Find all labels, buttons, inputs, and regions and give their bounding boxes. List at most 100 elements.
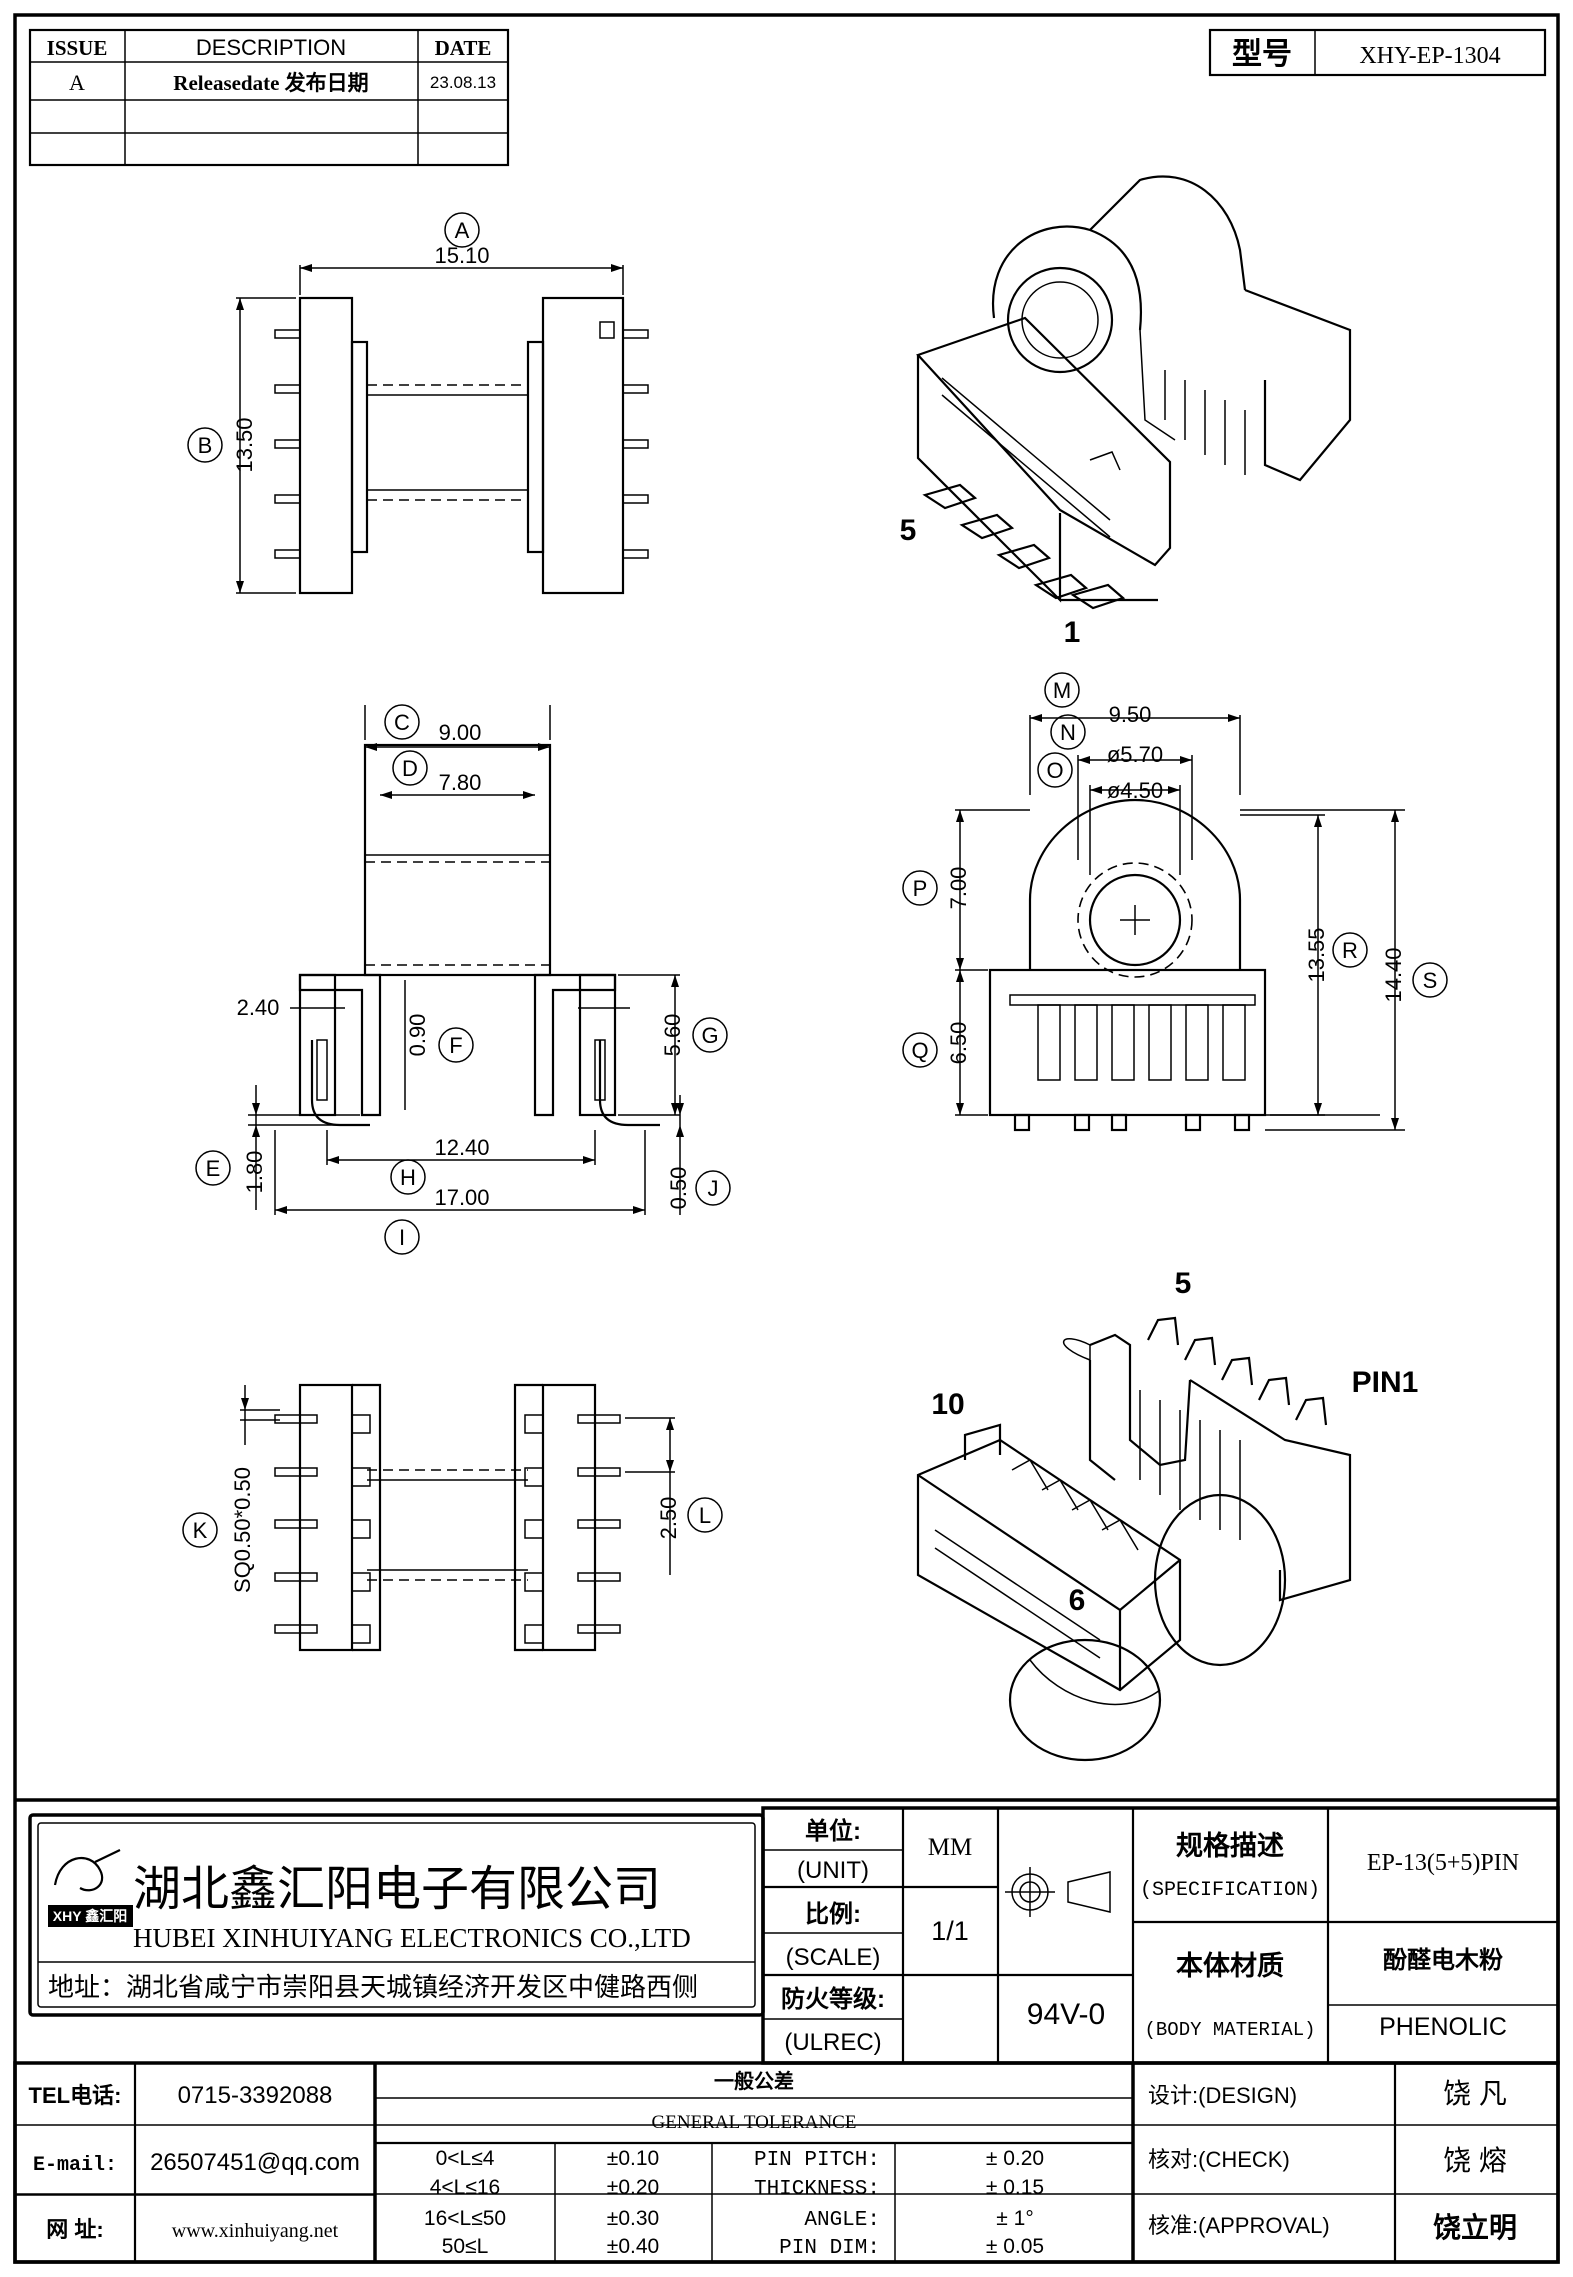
model-number: XHY-EP-1304 (1359, 43, 1500, 69)
company-name-en: HUBEI XINHUIYANG ELECTRONICS CO.,LTD (133, 1923, 691, 1953)
company-address: 地址：湖北省咸宁市崇阳县天城镇经济开发区中健路西侧 (48, 1972, 698, 2002)
email-value[interactable]: 26507451@qq.com (150, 2149, 360, 2176)
dimension-value-O: ø4.50 (1107, 778, 1163, 803)
dimension-marker-O (1037, 752, 1073, 788)
dimension-letter-A: A (455, 218, 470, 243)
tolerance-value: ±0.10 (607, 2147, 659, 2170)
dimension-marker-L (687, 1497, 723, 1533)
dimension-letter-M: M (1053, 678, 1071, 703)
dimension-value-S: 14.40 (1381, 947, 1406, 1002)
dimension-value-B: 13.50 (232, 417, 257, 472)
iso-top-pin-1-label: 1 (1064, 616, 1081, 649)
tolerance-feature-value: ± 1° (996, 2207, 1033, 2230)
dimension-letter-D: D (402, 756, 418, 781)
dimension-marker-R (1332, 932, 1368, 968)
iso-top-pin-5-label: 5 (900, 514, 917, 547)
dimension-letter-K: K (193, 1518, 208, 1543)
model-label: 型号 (1232, 38, 1292, 71)
dimension-value-E: 1.80 (242, 1151, 267, 1194)
tolerance-feature-value: ± 0.15 (986, 2176, 1044, 2199)
dimension-value-Q: 6.50 (946, 1022, 971, 1065)
tolerance-ranges: 0<L≤4 4<L≤16 16<L≤50 50≤L ±0.10 ±0.20 ±0… (424, 2147, 659, 2258)
check-label: 核对:(CHECK) (1148, 2147, 1290, 2172)
bottom-view: K SQ0.50*0.50 L 2.50 (182, 1383, 723, 1652)
tolerance-value: ±0.40 (607, 2235, 659, 2258)
dimension-letter-N: N (1060, 720, 1076, 745)
approval-label: 核准:(APPROVAL) (1148, 2213, 1330, 2238)
dimension-letter-R: R (1342, 938, 1358, 963)
web-value[interactable]: www.xinhuiyang.net (172, 2220, 339, 2242)
model-box: 型号 XHY-EP-1304 (1208, 28, 1547, 77)
dimension-value-L: 2.50 (656, 1497, 681, 1540)
tolerance-title-cn: 一般公差 (714, 2069, 794, 2093)
tolerance-value: ±0.30 (607, 2207, 659, 2230)
dimension-marker-H (390, 1159, 426, 1195)
dimension-marker-N (1050, 714, 1086, 750)
material-label-en: (BODY MATERIAL) (1144, 2019, 1315, 2041)
material-value-cn: 酚醛电木粉 (1383, 1947, 1503, 1974)
dimension-letter-Q: Q (911, 1038, 928, 1063)
dimension-letter-F: F (449, 1033, 462, 1058)
approver-name: 饶立明 (1433, 2211, 1517, 2243)
revision-issue-cell: A (69, 70, 85, 95)
dimension-letter-E: E (206, 1156, 221, 1181)
scale-label-en: (SCALE) (786, 1944, 881, 1971)
tolerance-feature: PIN PITCH: (754, 2149, 880, 2172)
dimension-letter-C: C (394, 710, 410, 735)
dimension-marker-A (444, 212, 480, 248)
dimension-marker-C (384, 704, 420, 740)
design-label: 设计:(DESIGN) (1148, 2083, 1297, 2108)
company-logo (48, 1849, 133, 1927)
company-logo-text: XHY 鑫汇阳 (53, 1908, 127, 1924)
tolerance-value: ±0.20 (607, 2176, 659, 2199)
dimension-value-N: ø5.70 (1107, 742, 1163, 767)
tolerance-range: 50≤L (442, 2235, 489, 2258)
issue-header: ISSUE (47, 36, 108, 60)
dimension-letter-J: J (708, 1176, 719, 1201)
tolerance-title-en: GENERAL TOLERANCE (652, 2112, 857, 2133)
dimension-letter-G: G (701, 1023, 718, 1048)
dimension-marker-M (1044, 672, 1080, 708)
iso-bottom-pin-10-label: 10 (931, 1388, 964, 1421)
dimension-letter-H: H (400, 1165, 416, 1190)
fire-rating-label-cn: 防火等级: (781, 1985, 885, 2013)
fire-rating-label-en: (ULREC) (784, 2029, 881, 2056)
scale-label-cn: 比例: (805, 1901, 861, 1928)
tolerance-range: 16<L≤50 (424, 2207, 506, 2230)
scale-value: 1/1 (931, 1916, 969, 1946)
dimension-value-K: SQ0.50*0.50 (230, 1467, 255, 1593)
revision-table: ISSUE DESCRIPTION DATE A Releasedate 发布日… (28, 28, 510, 167)
dimension-marker-P (902, 870, 938, 906)
iso-view-top: 5 1 (900, 175, 1352, 649)
fire-rating-value: 94V-0 (1027, 1998, 1105, 2031)
dimension-marker-B (187, 427, 223, 463)
dimension-value-A: 15.10 (434, 243, 489, 268)
dimension-letter-B: B (198, 433, 213, 458)
dimension-value-C: 9.00 (439, 720, 482, 745)
dimension-value-P: 7.00 (946, 867, 971, 910)
dimension-marker-K (182, 1512, 218, 1548)
dimension-marker-S (1412, 962, 1448, 998)
company-name-cn: 湖北鑫汇阳电子有限公司 (133, 1863, 661, 1916)
iso-bottom-pin-6-label: 6 (1069, 1584, 1086, 1617)
dimension-value-M: 9.50 (1109, 702, 1152, 727)
dimension-marker-E (195, 1150, 231, 1186)
unit-value: MM (928, 1834, 972, 1861)
unit-label-en: (UNIT) (797, 1857, 869, 1884)
tolerance-feature: THICKNESS: (754, 2178, 880, 2201)
dimension-value-F: 0.90 (405, 1014, 430, 1057)
tolerance-range: 0<L≤4 (436, 2147, 495, 2170)
tolerance-feature-value: ± 0.20 (986, 2147, 1044, 2170)
dimension-value-slot: 2.40 (237, 995, 280, 1020)
iso-bottom-pin-5-label: 5 (1175, 1267, 1192, 1300)
tolerance-feature-value: ± 0.05 (986, 2235, 1044, 2258)
dimension-letter-O: O (1046, 758, 1063, 783)
dimension-marker-Q (902, 1032, 938, 1068)
tel-label: TEL电话: (29, 2083, 122, 2108)
dimension-value-J: 0.50 (666, 1167, 691, 1210)
tolerance-range: 4<L≤16 (430, 2176, 501, 2199)
designer-name: 饶 凡 (1443, 2078, 1507, 2109)
dimension-letter-L: L (699, 1503, 711, 1528)
side-view: M 9.50 N ø5.70 O ø4.50 P 7.00 Q 6.50 (902, 672, 1448, 1132)
